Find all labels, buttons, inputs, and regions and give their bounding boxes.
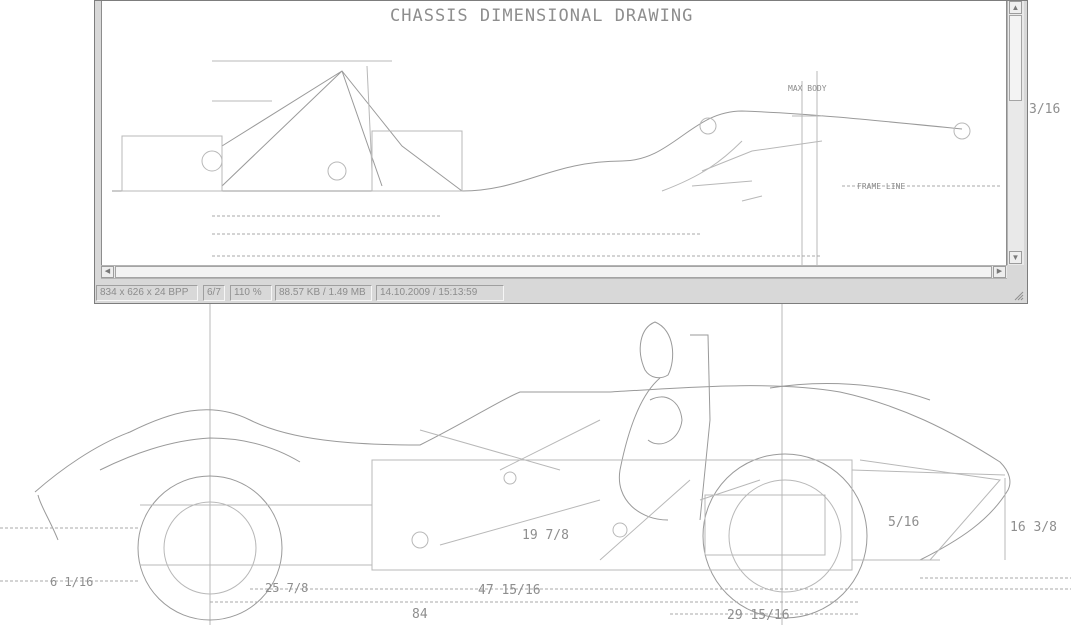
dim-total-label: 84 (412, 607, 428, 622)
resize-grip-icon[interactable] (1012, 289, 1024, 301)
scroll-up-arrow-icon[interactable]: ▲ (1009, 1, 1022, 14)
scroll-left-arrow-icon[interactable]: ◀ (101, 266, 114, 278)
status-zoom: 110 % (230, 285, 272, 301)
car-body-outline (34, 383, 1011, 621)
status-dimensions: 834 x 626 x 24 BPP (96, 285, 198, 301)
status-index: 6/7 (203, 285, 225, 301)
scroll-down-arrow-icon[interactable]: ▼ (1009, 251, 1022, 264)
image-canvas: CHASSIS DIMENSIONAL DRAWING MAX BODY (101, 1, 1007, 265)
scroll-right-arrow-icon[interactable]: ▶ (993, 266, 1006, 278)
status-bar: 834 x 626 x 24 BPP 6/7 110 % 88.57 KB / … (95, 284, 1027, 303)
dim-hub-label: 5/16 (888, 515, 919, 530)
dimension-lines (0, 478, 1071, 615)
right-dimension-fragment: 3/16 (1029, 102, 1060, 117)
horizontal-scroll-thumb[interactable] (115, 266, 992, 278)
dim-rear-label: 29 15/16 (727, 608, 790, 623)
dim-right-height-label: 16 3/8 (1010, 520, 1057, 535)
dim-left-label: 6 1/16 (50, 575, 93, 589)
vertical-scrollbar[interactable]: ▲ ▼ (1007, 1, 1024, 265)
status-filesize: 88.57 KB / 1.49 MB (275, 285, 372, 301)
max-body-label: MAX BODY (788, 84, 827, 93)
vertical-scroll-thumb[interactable] (1009, 15, 1022, 101)
chassis-drawing: CHASSIS DIMENSIONAL DRAWING MAX BODY (112, 6, 1002, 265)
horizontal-scrollbar[interactable]: ◀ ▶ (101, 265, 1007, 279)
drawing-title: CHASSIS DIMENSIONAL DRAWING (390, 6, 693, 26)
frame-line-label: FRAME LINE (857, 182, 905, 191)
image-viewer-window: CHASSIS DIMENSIONAL DRAWING MAX BODY (94, 0, 1028, 304)
dim-seat-label: 25 7/8 (265, 581, 308, 595)
dim-right-label: 3/16 (1029, 102, 1060, 117)
dim-overall-label: 47 15/16 (478, 583, 541, 598)
chassis-lines (112, 60, 1002, 265)
dim-inner-label: 19 7/8 (522, 528, 569, 543)
driver-figure-outline (618, 321, 711, 521)
status-datetime: 14.10.2009 / 15:13:59 (376, 285, 504, 301)
